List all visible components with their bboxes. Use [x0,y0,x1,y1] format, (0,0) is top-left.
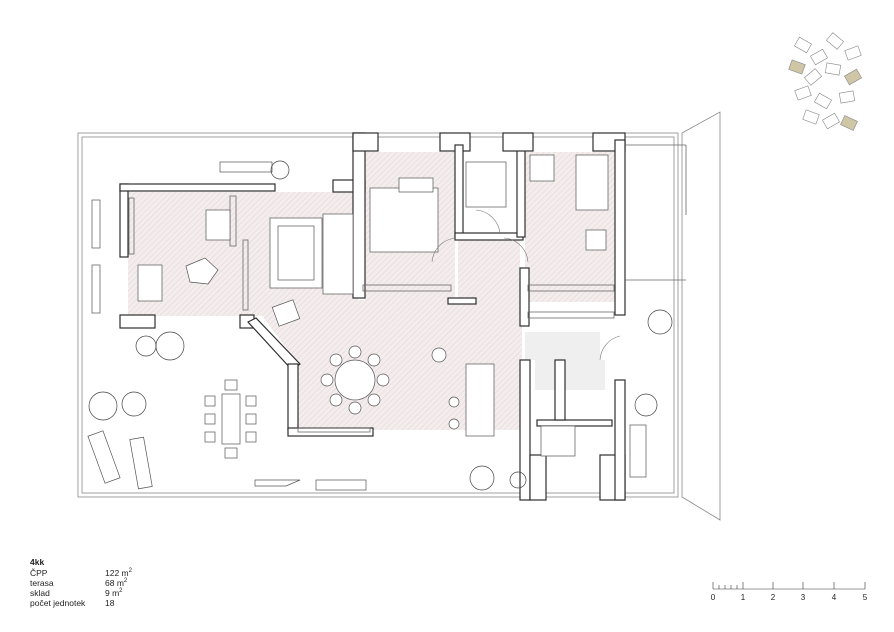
double-bed [369,187,439,253]
chair [585,229,607,251]
dining-table [221,393,241,445]
scale-label: 3 [800,593,806,602]
coffee-table [277,225,315,281]
desk [205,209,231,241]
info-label: sklad [30,588,50,598]
info-row: sklad 9 m2 [30,588,132,598]
dining-chairs [204,379,257,459]
info-row: terasa 68 m2 [30,578,132,588]
bath-2 [540,425,576,457]
armchair [185,257,219,285]
info-row: ČPP 122 m2 [30,568,132,578]
balcony-right [625,144,687,281]
sofa [322,213,354,295]
sunbed-2 [129,436,153,490]
key-plan [788,32,862,131]
bathroom [465,161,507,208]
info-value: 18 [105,598,115,608]
single-bed [575,154,609,211]
bench [629,424,647,478]
unit-info: 4kk ČPP 122 m2 terasa 68 m2 sklad 9 m2 p… [30,557,132,608]
kitchen-island [465,363,495,437]
planter [315,479,367,491]
doors [431,209,621,361]
info-value: 122 m2 [105,568,132,578]
dining-round [320,345,460,430]
desk-2 [529,154,555,182]
info-label: terasa [30,578,54,588]
bedside [398,177,434,193]
scale-label: 2 [770,593,776,602]
info-label: ČPP [30,568,48,578]
lounge-chair [271,299,301,327]
scale-label: 1 [740,593,746,602]
sunbed-1 [87,430,121,484]
planter-4 [91,264,101,314]
scale-label: 4 [831,593,837,602]
planter-2 [219,161,273,173]
unit-title: 4kk [30,557,45,567]
bench-2 [254,479,301,487]
windows [128,195,615,433]
furniture [87,154,647,491]
info-row: počet jednotek 18 [30,598,132,608]
planter-3 [91,199,101,249]
info-value: 9 m2 [105,588,123,598]
scale-bar [712,582,866,590]
info-value: 68 m2 [105,578,128,588]
scale-label: 5 [862,593,868,602]
plants [88,160,673,491]
scale-label: 0 [710,593,716,602]
info-label: počet jednotek [30,598,86,608]
side-table [137,264,163,302]
